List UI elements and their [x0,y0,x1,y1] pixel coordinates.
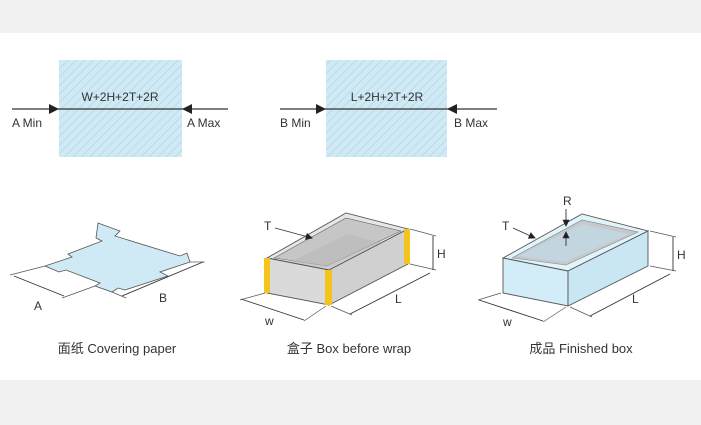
thickness-edge-left [264,258,270,293]
thickness-edge-right [404,229,410,264]
dimension-a-ext2 [61,285,96,299]
dimension-b-line [121,261,204,297]
box-before-wrap-figure: T H L w 盒子 Box before wrap [239,212,446,356]
b-max-label: B Max [454,116,488,130]
finished-box-caption: 成品 Finished box [529,341,633,356]
dimension-a-label: A [34,299,42,313]
box-t-label: T [264,219,272,233]
box-w-line [240,298,305,321]
finished-h-ext2 [649,265,677,272]
covering-paper-figure: A B 面纸 Covering paper [9,222,205,356]
a-min-label: A Min [12,116,42,130]
finished-h-label: H [677,248,686,262]
box-h-ext1 [409,228,437,237]
dimension-b-label: B [159,291,167,305]
covering-paper-caption: 面纸 Covering paper [58,341,177,356]
box-w-ext1 [239,292,266,301]
box-l-line [349,272,431,315]
finished-l-line [589,273,671,317]
a-max-label: A Max [187,116,220,130]
arrow-left-icon [182,104,192,114]
thickness-edge-front [325,270,332,305]
dimension-a-line [13,275,65,297]
b-min-label: B Min [280,116,311,130]
box-before-wrap-caption: 盒子 Box before wrap [287,341,411,356]
box-t-leader [274,227,313,240]
formula-panel-right: L+2H+2T+2R B Min B Max [280,60,497,157]
finished-box-figure: R T H L w 成品 Finished box [477,194,686,356]
formula-right: L+2H+2T+2R [351,90,424,104]
finished-side-face [567,230,649,307]
finished-t-leader [512,227,536,239]
arrow-right-icon [316,104,326,114]
finished-w-line [478,299,544,322]
formula-panel-left: W+2H+2T+2R A Min A Max [12,60,228,157]
finished-h-ext1 [649,230,677,238]
formula-left: W+2H+2T+2R [81,90,158,104]
finished-w-label: w [502,315,512,329]
finished-t-label: T [502,219,510,233]
arrow-left-icon [447,104,457,114]
dimension-b-ext1 [111,291,127,299]
box-w-ext2 [303,305,327,322]
box-w-label: w [264,314,274,328]
box-l-label: L [395,292,402,306]
finished-l-label: L [632,292,639,306]
covering-paper-shape [43,222,191,293]
finished-interior-liner [518,224,628,262]
box-h-ext2 [409,263,437,271]
finished-w-ext1 [477,292,502,301]
box-l-ext [330,305,353,316]
finished-w-ext2 [542,306,567,323]
dimension-a-ext1 [9,265,46,276]
box-interior-floor [290,234,394,270]
box-h-label: H [437,247,446,261]
finished-r-label: R [563,194,572,208]
finished-l-ext [569,306,593,318]
arrow-right-icon [49,104,59,114]
